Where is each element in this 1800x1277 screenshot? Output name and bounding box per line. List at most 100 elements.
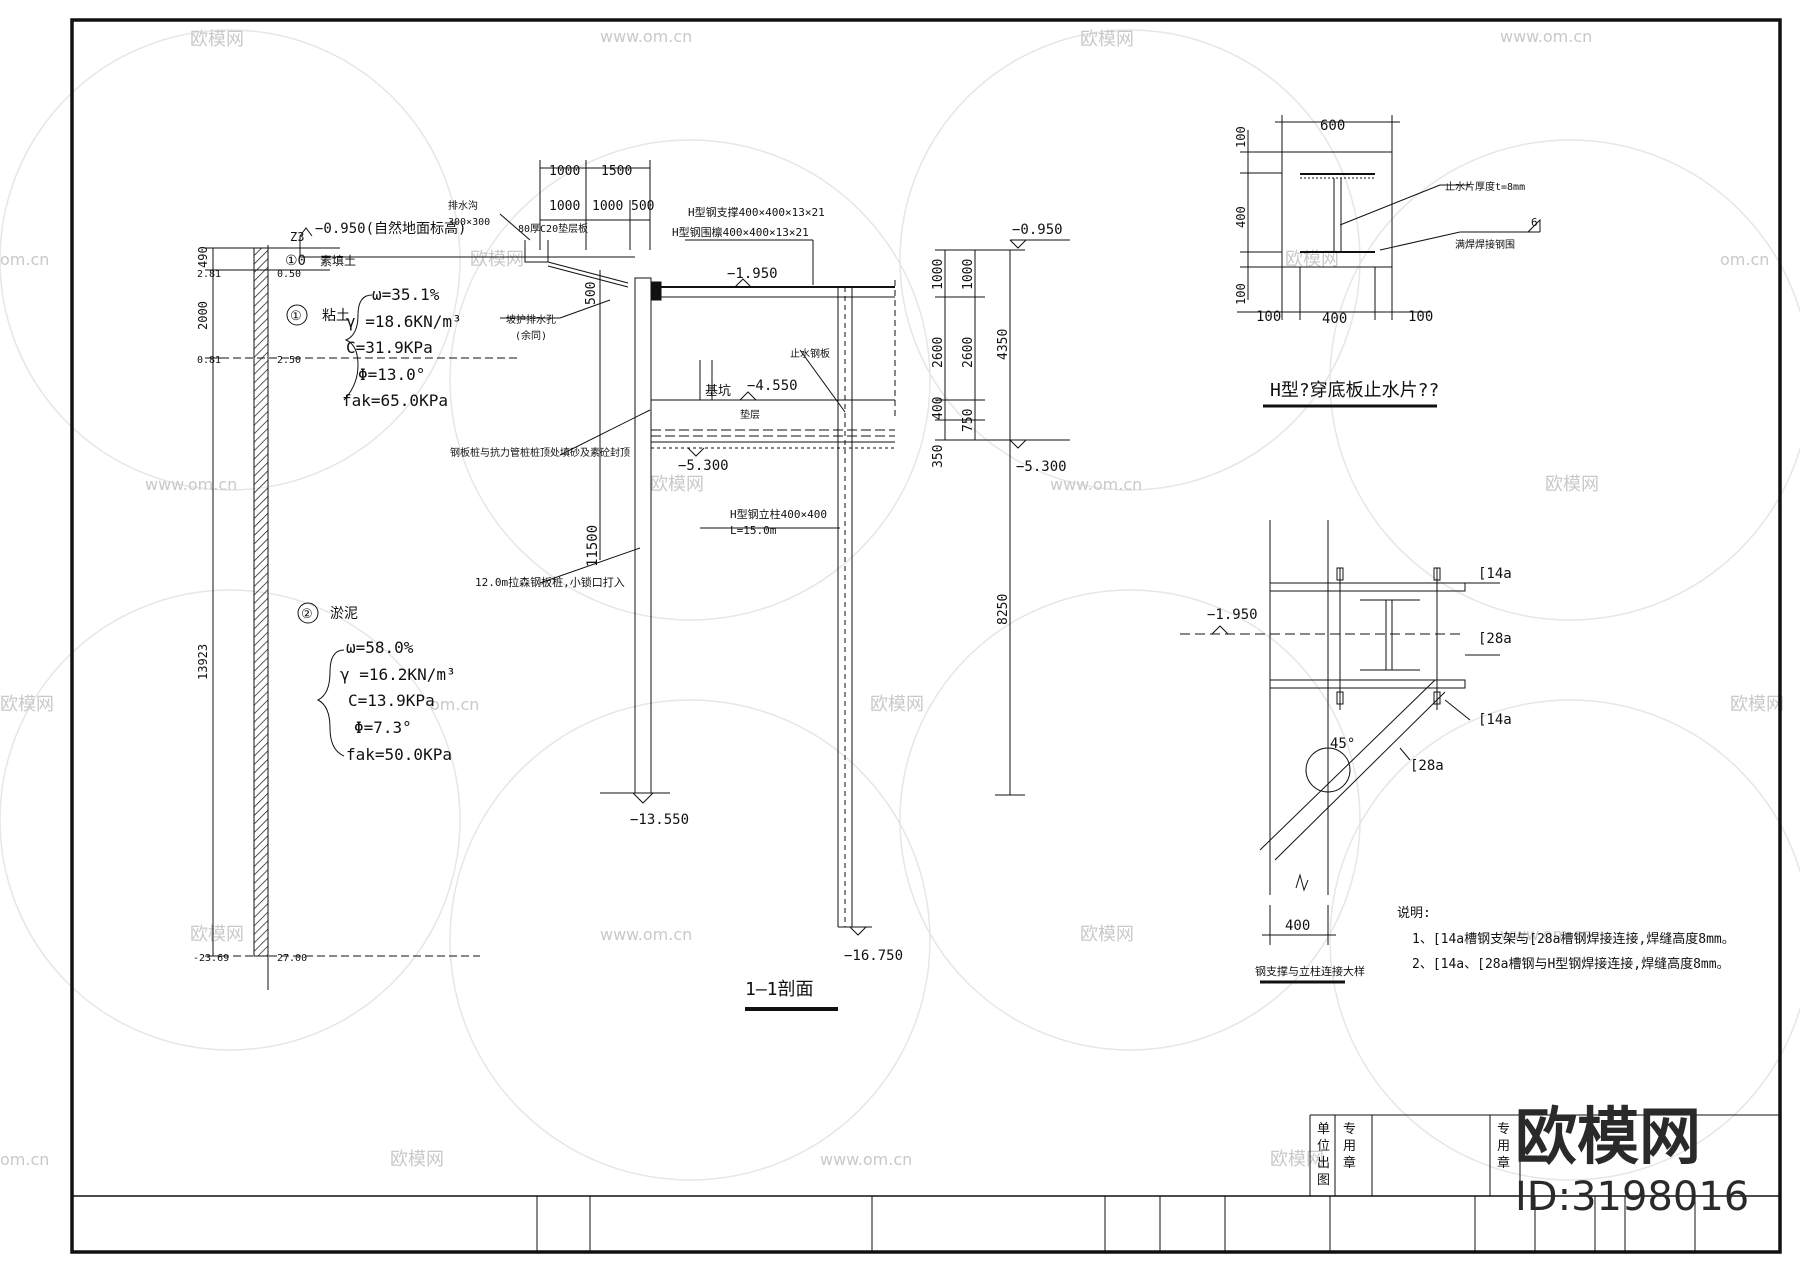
- soil-prop: γ =16.2KN/m³: [340, 665, 456, 684]
- elev-brace: −1.950: [727, 266, 778, 282]
- note-item: 1、[14a槽钢支架与[28a槽钢焊接连接,焊缝高度8mm。: [1412, 931, 1735, 947]
- column-label: H型钢立柱400×400: [730, 507, 827, 521]
- right-dim: 1000: [961, 259, 976, 290]
- column-label: Z3: [290, 230, 304, 244]
- watermark-brand: 欧模网: [1080, 924, 1134, 945]
- stamp-cell: 图: [1317, 1173, 1330, 1188]
- soil-prop: C=13.9KPa: [348, 691, 435, 710]
- watermark-brand: 欧模网: [470, 249, 524, 270]
- right-dim: 350: [931, 445, 946, 468]
- column-length: L=15.0m: [730, 524, 777, 537]
- elev-right: 2.50: [277, 355, 301, 366]
- hdetail-left-dim: 100: [1234, 283, 1248, 305]
- soil-prop: ω=58.0%: [346, 638, 414, 657]
- section-title: 1—1剖面: [745, 979, 814, 1000]
- soil-prop: Φ=7.3°: [354, 718, 412, 737]
- hdetail-left-dim: 400: [1234, 206, 1248, 228]
- elev-right: 0.50: [277, 269, 301, 280]
- slab-label: 80厚C20垫层板: [518, 222, 588, 235]
- right-dim: 2600: [931, 337, 946, 368]
- watermark-url: www.om.cn: [600, 27, 692, 46]
- elev-ground: −0.950(自然地面标高): [315, 220, 466, 237]
- right-dim: 4350: [996, 329, 1011, 360]
- hdetail-bot-dim: 100: [1408, 309, 1433, 325]
- layer-circle: [297, 602, 319, 624]
- brand-watermark: 欧模网 ID:3198016: [1515, 1100, 1749, 1220]
- column-dim: 2000: [196, 301, 210, 330]
- layer-name: 淤泥: [330, 606, 358, 622]
- watermark-brand: 欧模网: [1730, 694, 1784, 715]
- watermark-url: www.om.cn: [600, 925, 692, 944]
- ditch-label: 排水沟: [448, 199, 478, 212]
- weld-size: 6: [1531, 216, 1538, 229]
- right-dim: 2600: [961, 337, 976, 368]
- notes-title: 说明:: [1397, 906, 1431, 921]
- bottom-label: 垫层: [740, 408, 760, 421]
- stamp-cell: 位: [1317, 1139, 1330, 1154]
- watermark-url: om.cn: [1720, 250, 1769, 269]
- joint-angle: 45°: [1330, 736, 1355, 752]
- soil-prop: fak=65.0KPa: [342, 391, 448, 410]
- right-dim: 8250: [996, 594, 1011, 625]
- elev-left: 0.81: [197, 355, 221, 366]
- stamp-cell: 章: [1343, 1155, 1356, 1171]
- right-dim: 750: [961, 409, 976, 432]
- sheet-frame: [70, 18, 1782, 1254]
- title-block-stamps: 单 位 出 图 专 用 章 专 用 章: [1317, 1122, 1510, 1188]
- brand-logo-text: 欧模网: [1515, 1100, 1701, 1173]
- excavation-label: 基坑: [705, 384, 731, 399]
- layer-number: ②: [301, 607, 313, 622]
- layer-name: 素填土: [320, 254, 356, 268]
- hdetail-note: 止水片厚度t=8mm: [1445, 180, 1525, 193]
- dim-11500: 11500: [585, 525, 601, 567]
- layer-number: ①: [290, 309, 302, 324]
- stamp-cell: 出: [1317, 1156, 1330, 1171]
- waler-label: H型钢围檩400×400×13×21: [672, 225, 809, 239]
- note-item: 2、[14a、[28a槽钢与H型钢焊接连接,焊缝高度8mm。: [1412, 956, 1730, 972]
- right-dim: 1000: [931, 259, 946, 290]
- watermark-brand: 欧模网: [190, 924, 244, 945]
- top-dim: 1000: [549, 199, 580, 214]
- watermark-url: www.om.cn: [145, 475, 237, 494]
- hdetail-left-dim: 100: [1234, 126, 1248, 148]
- soil-prop: ω=35.1%: [372, 285, 440, 304]
- slope-note: 坡护排水孔: [506, 313, 556, 326]
- watermark-brand: 欧模网: [1545, 474, 1599, 495]
- watermark-brand: 欧模网: [650, 474, 704, 495]
- top-dim: 1500: [601, 164, 632, 179]
- joint-member: [28a: [1410, 758, 1444, 774]
- hdetail-note: 满焊焊接钢围: [1455, 238, 1515, 251]
- pile-note: 钢板桩与抗力管桩桩顶处填砂及素砼封顶: [450, 446, 630, 459]
- soil-prop: C=31.9KPa: [346, 338, 433, 357]
- dim-500: 500: [584, 282, 599, 305]
- watermark-brand: 欧模网: [1270, 1149, 1324, 1170]
- watermark-brand: 欧模网: [190, 29, 244, 50]
- joint-member: [14a: [1478, 566, 1512, 582]
- top-dim: 500: [631, 199, 654, 214]
- watermark-url: om.cn: [430, 695, 479, 714]
- stamp-cell: 专: [1497, 1122, 1510, 1137]
- joint-member: [28a: [1478, 631, 1512, 647]
- joint-elev: −1.950: [1207, 607, 1258, 623]
- soil-prop: γ =18.6KN/m³: [346, 312, 462, 331]
- stamp-cell: 用: [1497, 1139, 1510, 1154]
- elev-left: 2.81: [197, 269, 221, 280]
- elev-right: 27.00: [277, 953, 307, 964]
- watermark-brand: 欧模网: [1285, 249, 1339, 270]
- watermark-brand: 欧模网: [0, 694, 54, 715]
- watermark-url: www.om.cn: [1050, 475, 1142, 494]
- hdetail-top-dim: 600: [1320, 118, 1345, 134]
- joint-detail: −1.950 [14a [28a [14a [28a 45° 400 钢支撑与立…: [1180, 520, 1735, 984]
- elev-pile-bottom: −13.550: [630, 812, 689, 828]
- layer-circle: [286, 304, 308, 326]
- right-dim: 400: [931, 397, 946, 420]
- watermark-brand: 欧模网: [870, 694, 924, 715]
- soil-prop: fak=50.0KPa: [346, 745, 452, 764]
- elev-left: -23.69: [193, 953, 229, 964]
- watermark-url: www.om.cn: [820, 1150, 912, 1169]
- water-stop-label: 止水钢板: [790, 347, 830, 360]
- watermark-url: www.om.cn: [1500, 27, 1592, 46]
- layer-number: ①0: [285, 253, 306, 269]
